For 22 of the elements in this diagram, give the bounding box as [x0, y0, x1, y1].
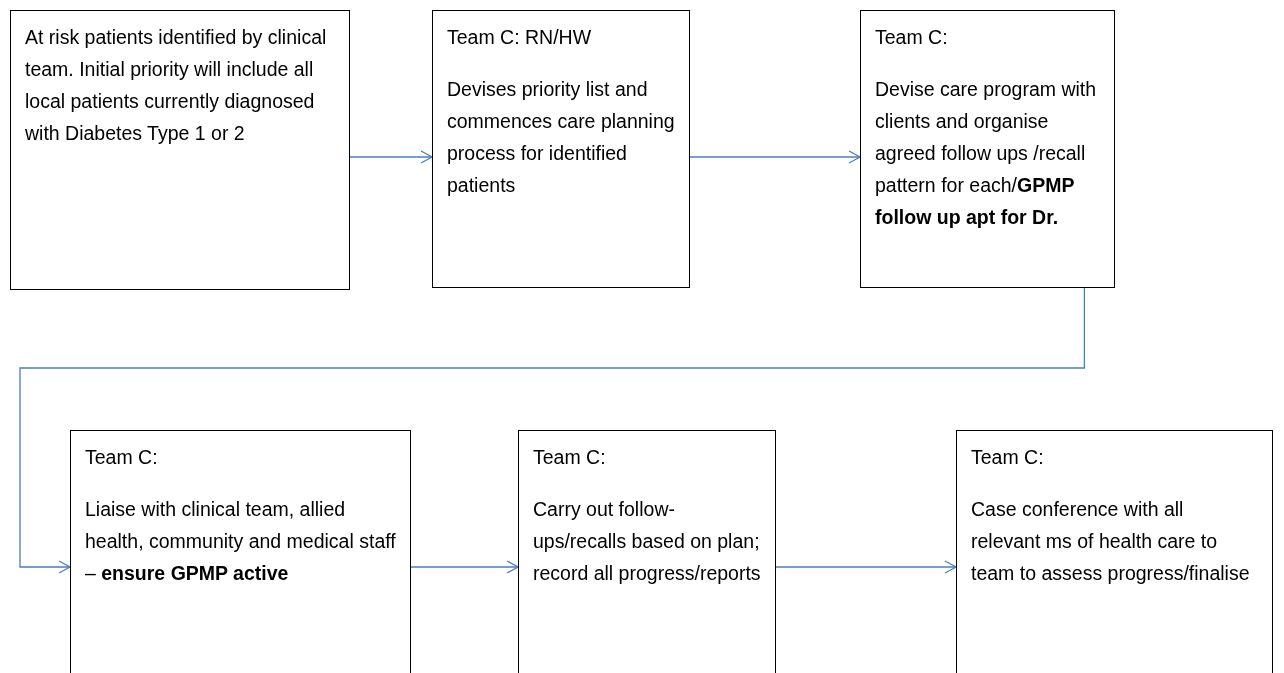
process-box: [518, 430, 776, 673]
box-heading: Team C:: [533, 445, 607, 470]
arrow: [410, 560, 519, 574]
box-heading: Team C:: [971, 445, 1045, 470]
box-text: Devises priority list and commences care planning process for identified patients: [447, 77, 675, 198]
box-text: Case conference with all relevant ms of health care to team to assess progress/finalise: [971, 497, 1251, 586]
arrow: [19, 287, 1086, 574]
arrow: [349, 150, 433, 164]
box-heading: Team C:: [875, 25, 949, 50]
process-box: [432, 10, 690, 288]
box-heading: Team C:: [85, 445, 159, 470]
arrow: [689, 150, 861, 164]
process-box: [70, 430, 411, 673]
box-text: Liaise with clinical team, allied health, community and medical staff – ensure GPMP active: [85, 497, 396, 586]
box-text: Carry out follow-ups/recalls based on plan; record all progress/reports: [533, 497, 761, 586]
process-box: [860, 10, 1115, 288]
box-text: At risk patients identified by clinical team. Initial priority will include all local patients currently diagnosed with Diabetes Type 1 or 2: [25, 25, 328, 146]
process-box: [956, 430, 1273, 673]
arrow: [775, 560, 957, 574]
box-text: Devise care program with clients and organise agreed follow ups /recall pattern for each/GPMP follow up apt for Dr.: [875, 77, 1098, 230]
process-box: [10, 10, 350, 290]
box-heading: Team C: RN/HW: [447, 25, 593, 50]
